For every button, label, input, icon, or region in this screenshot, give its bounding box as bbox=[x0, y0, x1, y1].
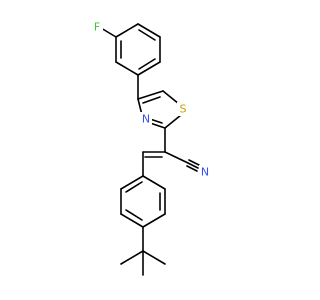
fluorophenyl-ring bbox=[115, 23, 161, 76]
molecule-canvas: F N S N bbox=[91, 20, 211, 276]
nitrogen-label: N bbox=[142, 113, 150, 126]
c-f-bond bbox=[100, 27, 117, 38]
double-bond-inner bbox=[125, 209, 143, 221]
atom-label-nitrile-nitrogen: N bbox=[199, 165, 211, 179]
bond bbox=[115, 61, 139, 76]
bond bbox=[120, 175, 144, 190]
nitrile-c-bond bbox=[164, 151, 189, 164]
nitrile-nitrogen-label: N bbox=[201, 166, 209, 179]
bond bbox=[137, 90, 164, 100]
bond bbox=[164, 114, 182, 129]
double-bond-inner bbox=[138, 29, 156, 41]
bond bbox=[137, 61, 161, 76]
tert-butylphenyl-ring bbox=[120, 175, 166, 228]
bond bbox=[142, 213, 166, 228]
bond bbox=[115, 23, 139, 38]
double-bond-inner bbox=[125, 181, 143, 193]
double-bond-inner bbox=[142, 96, 161, 104]
bond bbox=[149, 122, 166, 129]
nitrile-triple-2 bbox=[188, 159, 200, 166]
atom-label-thiazole-sulfur: S bbox=[177, 102, 189, 116]
sulfur-label: S bbox=[180, 103, 187, 116]
bond bbox=[137, 23, 161, 38]
fluorine-label: F bbox=[94, 21, 100, 34]
nitrile-triple-1 bbox=[187, 162, 199, 169]
atom-label-thiazole-nitrogen: N bbox=[140, 112, 152, 126]
nitrile-triple-3 bbox=[186, 165, 198, 172]
methyl-bond bbox=[120, 250, 144, 265]
methyl-bond bbox=[142, 250, 166, 265]
bond bbox=[162, 90, 180, 105]
structure-diagram: F N S N bbox=[91, 20, 211, 276]
bond bbox=[142, 175, 166, 190]
bond bbox=[120, 213, 144, 228]
double-bond-inner bbox=[138, 58, 156, 70]
atom-label-fluorine: F bbox=[91, 20, 103, 34]
tert-butyl-group bbox=[120, 226, 166, 276]
